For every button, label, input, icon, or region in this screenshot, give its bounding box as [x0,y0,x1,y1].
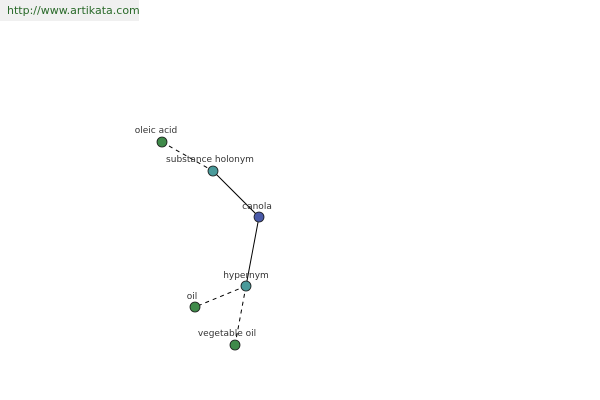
node-marker[interactable] [189,301,201,313]
node-label: canola [242,202,272,212]
node-substance-holonym[interactable]: substance holonym [166,155,254,177]
edge-hypernym-oil [194,285,247,308]
node-label: hypernym [223,271,269,281]
node-label: oleic acid [135,126,178,136]
node-oil[interactable]: oil [187,292,201,313]
node-label: substance holonym [166,155,254,165]
node-vegetable-oil[interactable]: vegetable oil [198,329,256,351]
edge-canola-hypernym [245,216,260,287]
edge-substance-holonym-canola [212,170,260,218]
node-hypernym[interactable]: hypernym [223,271,269,292]
node-marker[interactable] [253,211,265,223]
edge-oleic-acid-substance-holonym [161,141,214,172]
edge-hypernym-vegetable-oil [234,285,247,346]
node-canola[interactable]: canola [242,202,272,223]
node-oleic-acid[interactable]: oleic acid [135,126,178,148]
node-marker[interactable] [156,136,168,148]
node-label: vegetable oil [198,329,256,339]
source-url[interactable]: http://www.artikata.com [0,0,140,21]
node-marker[interactable] [229,339,241,351]
node-marker[interactable] [207,165,219,177]
node-marker[interactable] [240,280,252,292]
node-label: oil [187,292,198,302]
